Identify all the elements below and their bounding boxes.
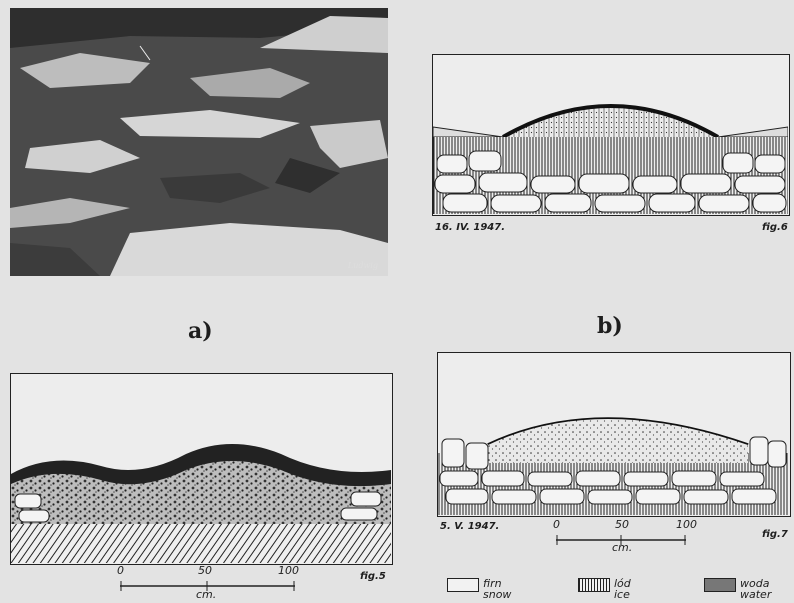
fig7-date: 5. V. 1947.	[440, 521, 499, 532]
photo-signature: Ludwig	[348, 261, 378, 270]
fig6-date: 16. IV. 1947.	[435, 222, 505, 233]
fig5-scale-tick-50: 50	[198, 564, 212, 577]
fig7-scale-tick-0: 0	[553, 518, 560, 531]
fig5-scale-unit: cm.	[196, 588, 216, 601]
fig7-scale-tick-50: 50	[615, 518, 629, 531]
fig5-scale-tick-100: 100	[278, 564, 299, 577]
fig7-number: fig.7	[762, 529, 788, 540]
fig5-number: fig.5	[360, 571, 386, 582]
legend-label-en: snow	[483, 589, 511, 600]
subfigure-label-b: b)	[597, 313, 623, 339]
fig5-cross-section	[10, 373, 393, 565]
legend-swatch-ice	[578, 578, 610, 592]
legend-swatch-firn	[447, 578, 479, 592]
snow-patch-photograph: Ludwig	[10, 8, 388, 276]
fig5-scale-bar	[120, 576, 295, 586]
fig7-cross-section	[437, 352, 791, 517]
fig7-scale-tick-100: 100	[676, 518, 697, 531]
fig7-scale-bar	[556, 530, 686, 540]
fig5-scale-tick-0: 0	[117, 564, 124, 577]
legend-label-en: ice	[614, 589, 631, 600]
fig6-number: fig.6	[762, 222, 788, 233]
fig7-scale-unit: cm.	[612, 541, 632, 554]
legend-swatch-water	[704, 578, 736, 592]
fig6-cross-section	[432, 54, 790, 216]
subfigure-label-a: a)	[188, 318, 213, 344]
legend-label-en: water	[740, 589, 771, 600]
